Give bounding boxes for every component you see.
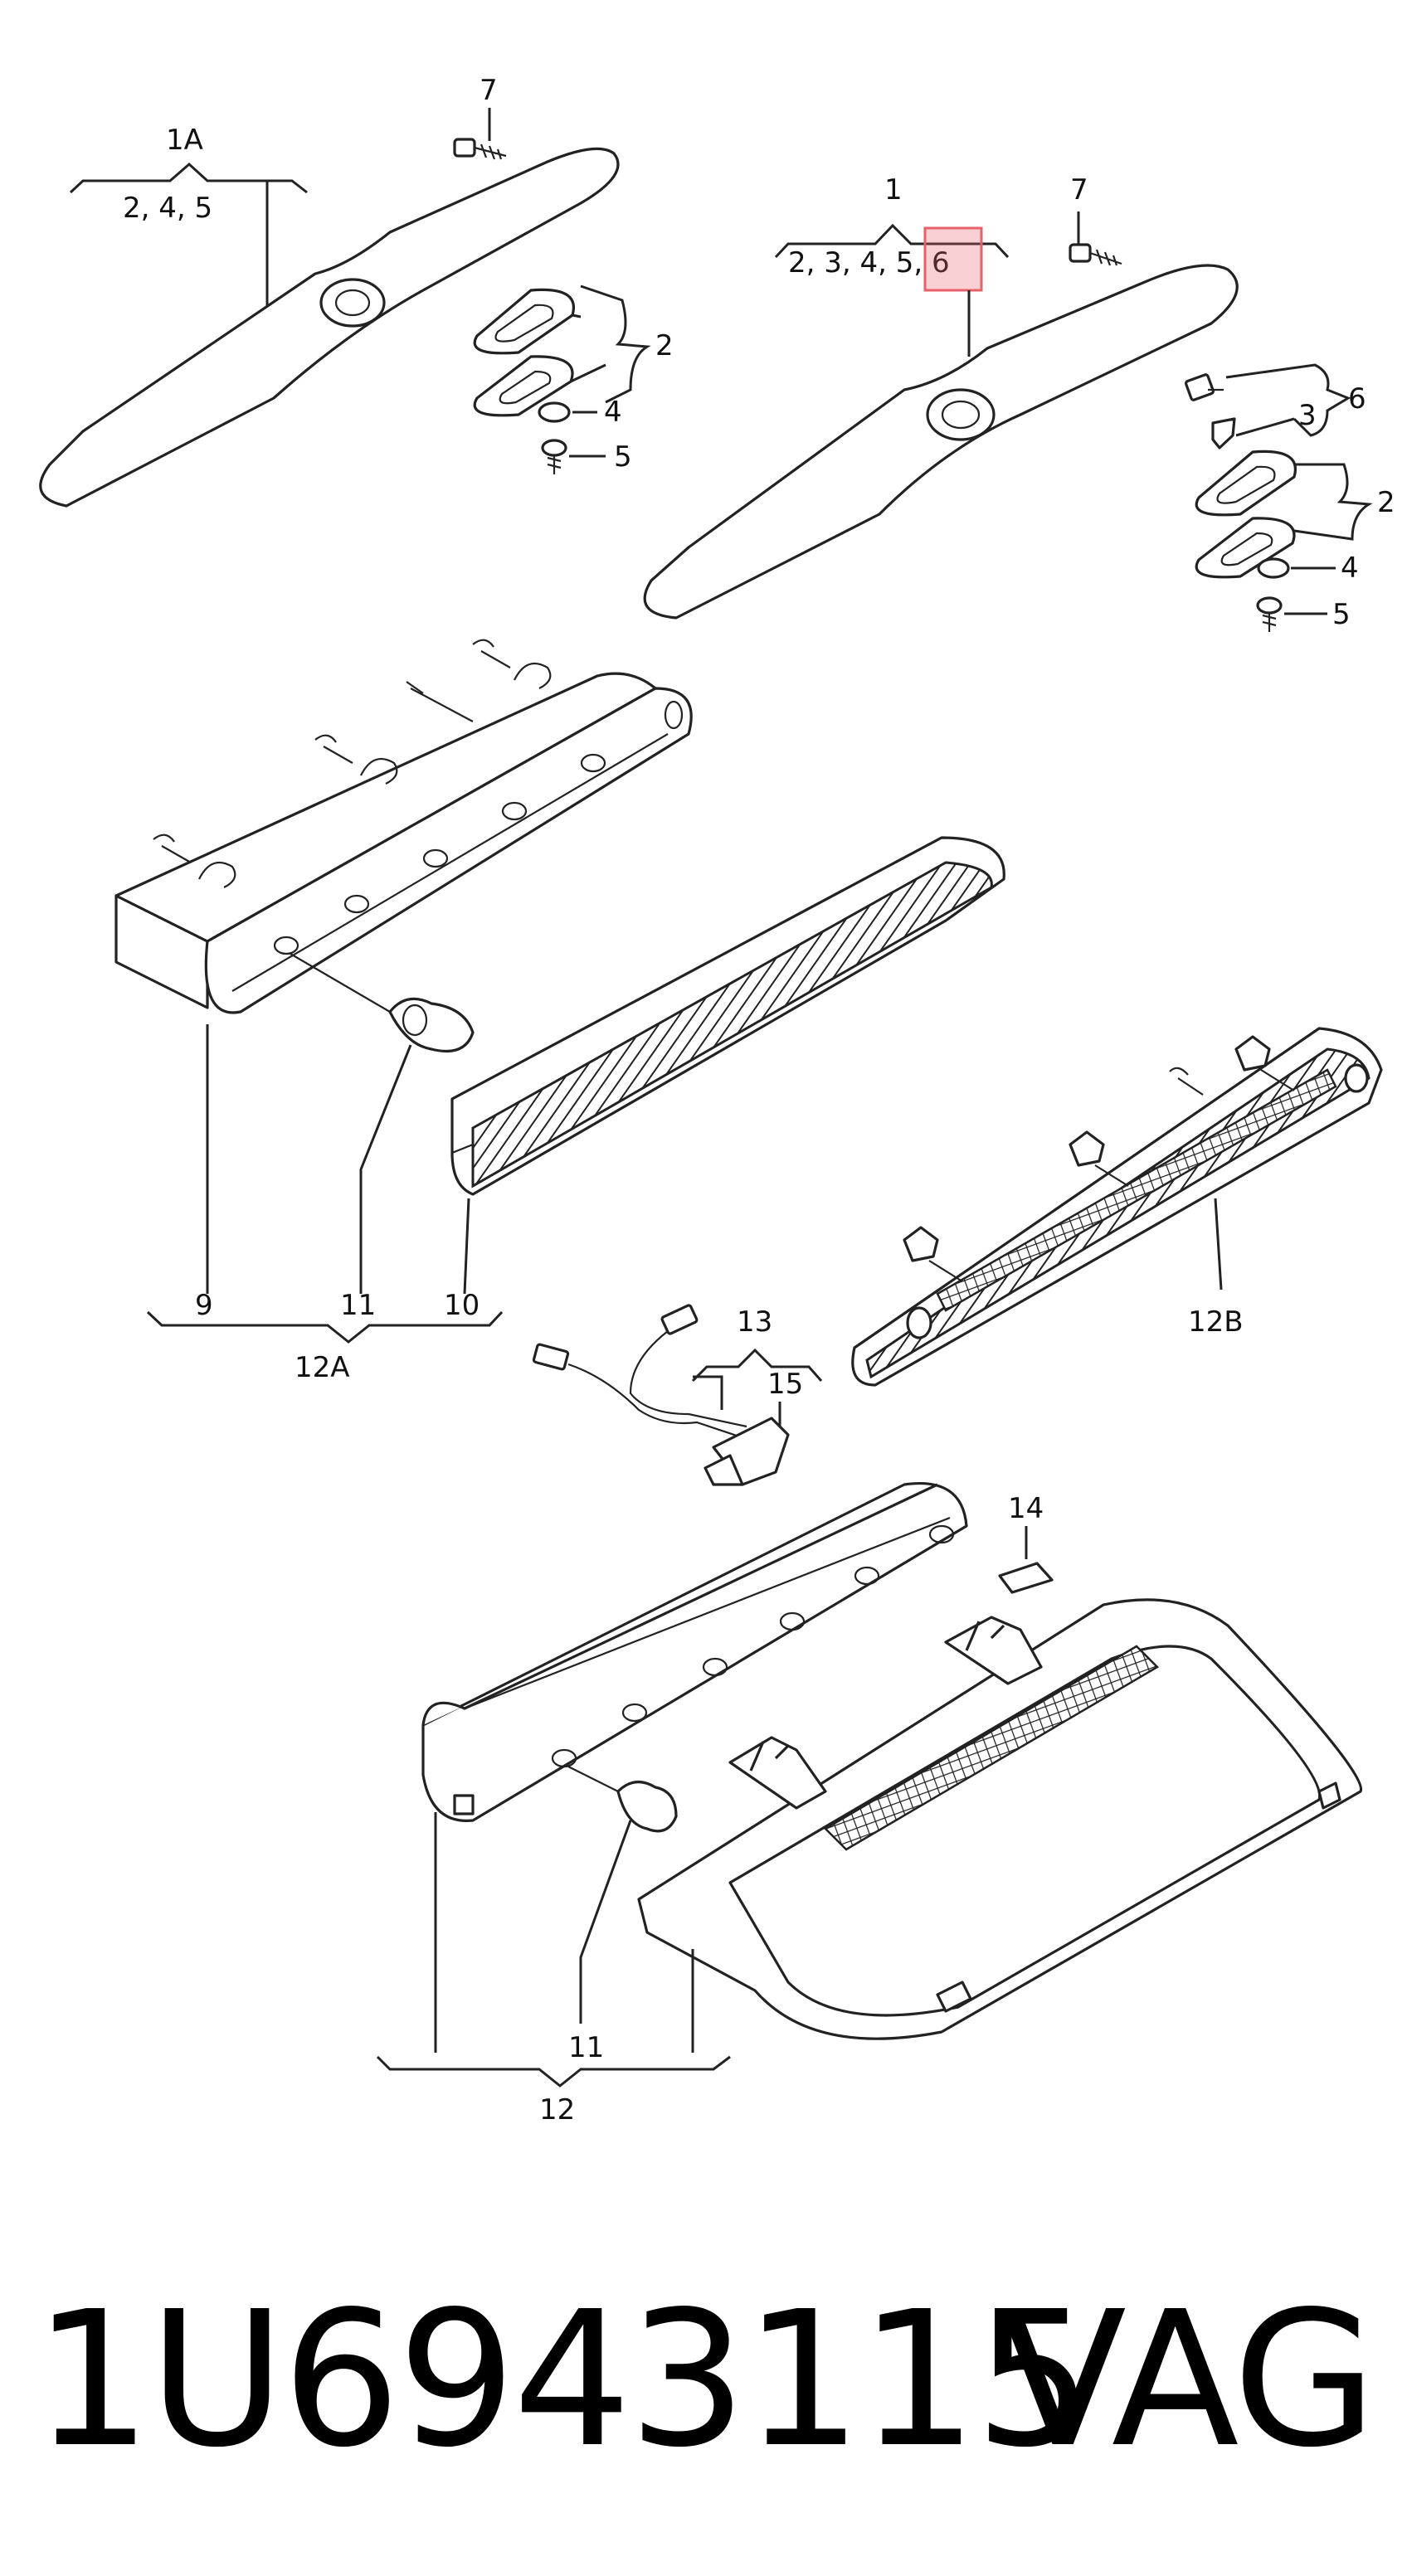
label-7a: 7	[480, 74, 498, 107]
label-15: 15	[767, 1368, 803, 1401]
footer: 1U6943115 VAG	[0, 2256, 1407, 2538]
label-11b: 11	[568, 2031, 604, 2064]
screw-5b	[1256, 596, 1327, 632]
housing-9	[114, 639, 693, 1014]
label-1: 1	[884, 173, 903, 207]
label-1A: 1A	[166, 124, 203, 157]
clip-14	[998, 1562, 1054, 1594]
screw-5a	[541, 439, 606, 474]
label-7b: 7	[1070, 173, 1088, 207]
label-9: 9	[195, 1289, 213, 1322]
harness-13	[532, 1304, 790, 1486]
cover-12	[637, 1598, 1363, 2040]
screw-7b	[1069, 211, 1122, 266]
label-4b: 4	[1341, 552, 1359, 585]
grommets-2a	[473, 284, 651, 417]
label-4a: 4	[604, 396, 622, 429]
washer-4b	[1257, 557, 1290, 579]
label-12: 12	[539, 2093, 575, 2126]
part-number: 1U6943115	[33, 2272, 1093, 2489]
label-6: 6	[1348, 382, 1366, 416]
spoiler-1	[643, 264, 1239, 620]
washer-4a	[538, 401, 571, 423]
screw-7a	[453, 108, 507, 160]
label-11a: 11	[340, 1289, 376, 1322]
brake-light-12B	[851, 1027, 1383, 1387]
bulb-11b	[567, 1766, 678, 1833]
label-2a: 2	[655, 329, 674, 362]
label-2b: 2	[1377, 486, 1395, 519]
parts-diagram: 7 1A 2, 4, 5 2 4 5 1 2, 3, 4, 5, 6 7	[39, 74, 1395, 2126]
label-2-3-4-5-6: 2, 3, 4, 5, 6	[788, 246, 950, 279]
highlight-box	[923, 226, 983, 292]
bulb-11a	[290, 953, 475, 1053]
label-13: 13	[737, 1305, 772, 1339]
clip-6	[1184, 363, 1351, 450]
grommets-2b	[1195, 450, 1373, 579]
spoiler-1A	[39, 147, 620, 508]
brand-name: VAG	[999, 2272, 1377, 2489]
label-5a: 5	[614, 440, 632, 474]
lens-10	[450, 836, 1005, 1196]
label-12B: 12B	[1188, 1305, 1244, 1339]
label-14: 14	[1008, 1492, 1044, 1525]
label-12A: 12A	[295, 1351, 350, 1384]
label-5b: 5	[1332, 598, 1351, 631]
label-10: 10	[444, 1289, 480, 1322]
label-2-4-5-a: 2, 4, 5	[123, 192, 212, 225]
label-3: 3	[1298, 399, 1317, 432]
housing-12	[421, 1482, 968, 1822]
